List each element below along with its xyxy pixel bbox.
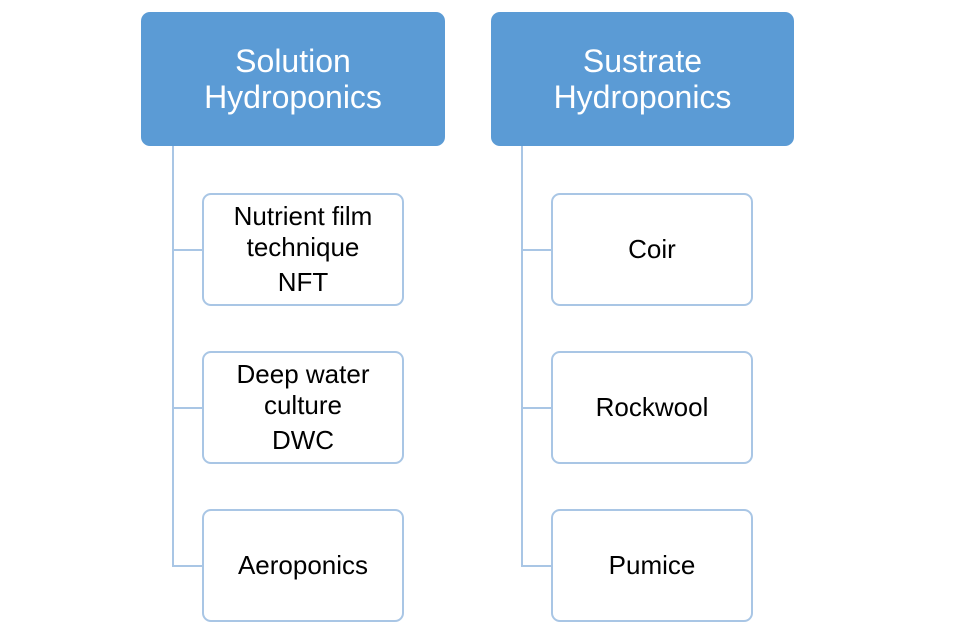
aeroponics-box: Aeroponics	[202, 509, 404, 622]
right-branch-connector-3	[521, 565, 552, 567]
nft-box: Nutrient film technique NFT	[202, 193, 404, 306]
left-branch-connector-3	[172, 565, 203, 567]
left-trunk-connector	[172, 146, 174, 567]
sustrate-hydroponics-header: Sustrate Hydroponics	[491, 12, 794, 146]
nft-line-1: Nutrient film	[233, 201, 373, 231]
header-line-2: Hydroponics	[553, 79, 732, 115]
rockwool-label: Rockwool	[595, 392, 709, 422]
header-line-2: Hydroponics	[204, 79, 382, 115]
coir-box: Coir	[551, 193, 753, 306]
dwc-box: Deep water culture DWC	[202, 351, 404, 464]
right-trunk-connector	[521, 146, 523, 567]
rockwool-box: Rockwool	[551, 351, 753, 464]
nft-line-2: technique	[246, 232, 360, 262]
right-branch-connector-2	[521, 407, 552, 409]
header-line-1: Sustrate	[582, 43, 703, 79]
dwc-line-2: culture	[263, 390, 343, 420]
nft-abbreviation: NFT	[277, 267, 329, 297]
pumice-label: Pumice	[608, 550, 696, 580]
dwc-line-1: Deep water	[236, 359, 370, 389]
header-line-1: Solution	[235, 43, 351, 79]
left-branch-connector-2	[172, 407, 203, 409]
pumice-box: Pumice	[551, 509, 753, 622]
right-branch-connector-1	[521, 249, 552, 251]
left-branch-connector-1	[172, 249, 203, 251]
aeroponics-label: Aeroponics	[237, 550, 369, 580]
solution-hydroponics-header: Solution Hydroponics	[141, 12, 445, 146]
dwc-abbreviation: DWC	[271, 425, 335, 455]
coir-label: Coir	[628, 234, 676, 264]
